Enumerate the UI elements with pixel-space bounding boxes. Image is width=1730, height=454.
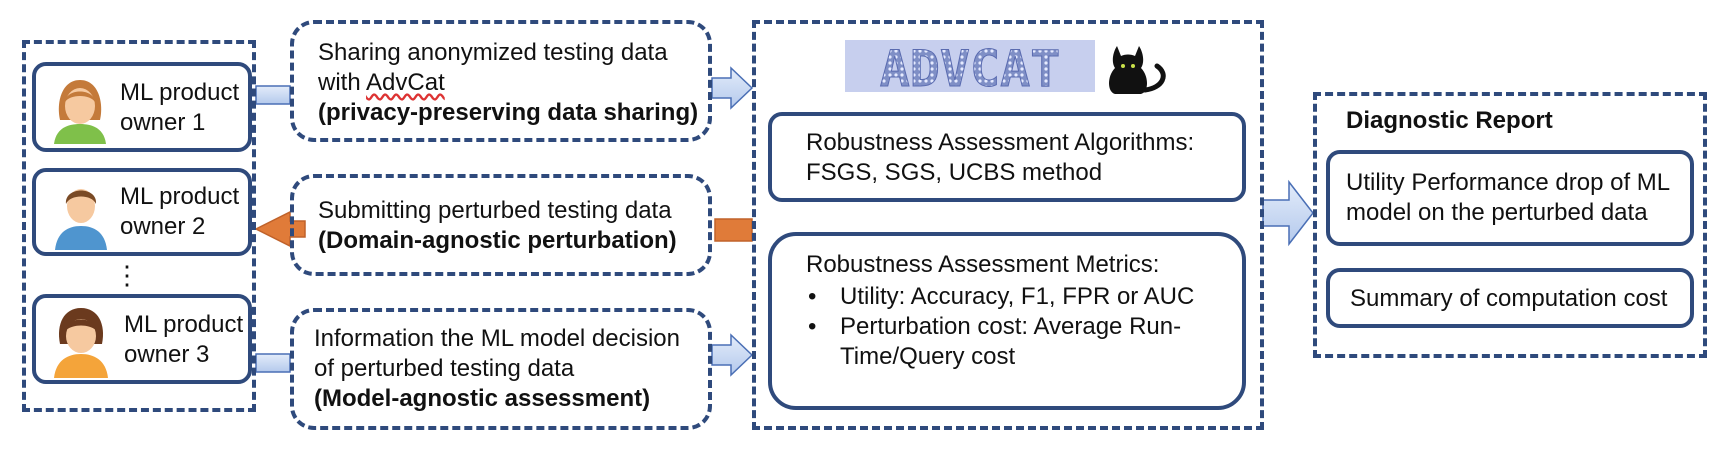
utility-line1: Utility Performance drop of ML (1346, 169, 1671, 196)
owner-3-label-line2: owner 3 (124, 341, 210, 368)
metrics-list: Utility: Accuracy, F1, FPR or AUC Pertur… (806, 282, 1246, 342)
girl-avatar-icon (54, 308, 108, 378)
information-line2: of perturbed testing data (314, 355, 575, 382)
information-message-box: Information the ML model decision of per… (290, 308, 712, 430)
cat-icon (1109, 46, 1166, 94)
algorithms-line2: FSGS, SGS, UCBS method (806, 159, 1103, 186)
report-title: Diagnostic Report (1346, 107, 1553, 134)
owner-2-label-line2: owner 2 (120, 213, 206, 240)
summary-text: Summary of computation cost (1350, 285, 1668, 312)
information-line1: Information the ML model decision (314, 325, 680, 352)
owner-1-label-line2: owner 1 (120, 109, 206, 136)
owner-card-1: ML product owner 1 (32, 62, 252, 152)
summary-box: Summary of computation cost (1326, 268, 1694, 328)
arrow-sharing-to-advcat (711, 66, 754, 110)
metrics-title: Robustness Assessment Metrics: (806, 251, 1160, 278)
algorithms-line1: Robustness Assessment Algorithms: (806, 129, 1195, 156)
owners-panel (22, 40, 256, 412)
information-line3: (Model-agnostic assessment) (314, 385, 651, 412)
connector-advcat-submitting (714, 218, 753, 242)
advcat-logo: ADVCAT (845, 40, 1166, 96)
owner-1-label-line1: ML product (120, 79, 240, 106)
metric-perturbation-cost-cont: Time/Query cost (840, 343, 1016, 370)
advcat-word: AdvCat (366, 69, 445, 96)
submitting-line2: (Domain-agnostic perturbation) (318, 227, 677, 254)
owner-card-2: ML product owner 2 (32, 168, 252, 256)
submitting-message-box: Submitting perturbed testing data (Domai… (290, 174, 712, 276)
owner-3-label-line1: ML product (124, 311, 244, 338)
connector-owner1 (255, 85, 291, 105)
connector-owner3 (255, 353, 291, 373)
metrics-box: Robustness Assessment Metrics: Utility: … (768, 232, 1246, 410)
sharing-message-box: Sharing anonymized testing data with Adv… (290, 20, 712, 142)
advcat-panel (752, 20, 1264, 430)
owner-card-3: ML product owner 3 (32, 294, 252, 384)
metric-utility: Utility: Accuracy, F1, FPR or AUC (808, 282, 1246, 312)
arrow-information-to-advcat (711, 333, 754, 377)
submitting-line1: Submitting perturbed testing data (318, 197, 672, 224)
woman-avatar-icon (54, 80, 106, 144)
utility-drop-box: Utility Performance drop of ML model on … (1326, 150, 1694, 246)
metric-perturbation-cost: Perturbation cost: Average Run- (808, 312, 1246, 342)
sharing-line2: with AdvCat (318, 69, 445, 96)
advcat-logo-text: ADVCAT (880, 40, 1061, 96)
man-avatar-icon (55, 189, 107, 250)
sharing-line1: Sharing anonymized testing data (318, 39, 668, 66)
sharing-line3: (privacy-preserving data sharing) (318, 99, 699, 126)
utility-line2: model on the perturbed data (1346, 199, 1648, 226)
ellipsis: ⋮ (114, 260, 140, 290)
owner-2-label-line1: ML product (120, 183, 240, 210)
report-panel (1313, 92, 1707, 358)
arrow-advcat-to-report (1262, 179, 1314, 247)
algorithms-box: Robustness Assessment Algorithms: FSGS, … (768, 112, 1246, 202)
